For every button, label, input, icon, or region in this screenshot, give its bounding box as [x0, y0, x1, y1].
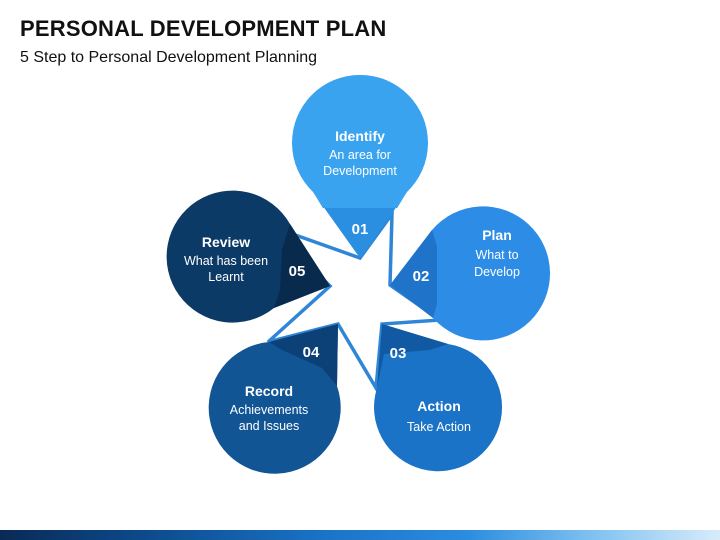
tab-plan	[390, 230, 437, 318]
step-plan[interactable]: 02 Plan What to Develop	[390, 206, 551, 341]
step-desc-plan-line1: What to	[475, 248, 518, 262]
step-desc-review-line2: Learnt	[208, 270, 244, 284]
step-title-review: Review	[202, 234, 250, 250]
tab-review	[274, 224, 330, 308]
step-desc-identify-line2: Development	[323, 164, 397, 178]
step-record[interactable]: 04 Record Achievements and Issues	[208, 324, 341, 474]
step-title-action: Action	[417, 398, 461, 414]
step-number-05: 05	[289, 263, 306, 280]
step-number-04: 04	[303, 344, 320, 361]
petal-action	[374, 324, 503, 472]
step-number-01: 01	[352, 221, 369, 238]
step-desc-review-line1: What has been	[184, 254, 268, 268]
step-desc-record-line1: Achievements	[230, 403, 309, 417]
bottom-gradient-bar	[0, 530, 720, 540]
tab-record	[269, 324, 338, 386]
step-desc-record-line2: and Issues	[239, 419, 299, 433]
step-action[interactable]: 03 Action Take Action	[374, 324, 503, 472]
tab-identify	[313, 192, 407, 258]
page-title: PERSONAL DEVELOPMENT PLAN	[20, 16, 387, 41]
step-number-03: 03	[390, 345, 407, 362]
step-desc-plan-line2: Develop	[474, 265, 520, 279]
step-title-identify: Identify	[335, 128, 385, 144]
step-number-02: 02	[413, 268, 430, 285]
step-title-record: Record	[245, 383, 293, 399]
tab-action	[377, 324, 448, 388]
page-subtitle: 5 Step to Personal Development Planning	[20, 49, 318, 66]
step-review[interactable]: 05 Review What has been Learnt	[166, 190, 330, 323]
step-identify[interactable]: 01 Identify An area for Development	[292, 74, 429, 259]
step-desc-identify-line1: An area for	[329, 148, 391, 162]
step-desc-action-line1: Take Action	[407, 420, 471, 434]
petal-identify	[292, 74, 429, 259]
step-title-plan: Plan	[482, 227, 512, 243]
